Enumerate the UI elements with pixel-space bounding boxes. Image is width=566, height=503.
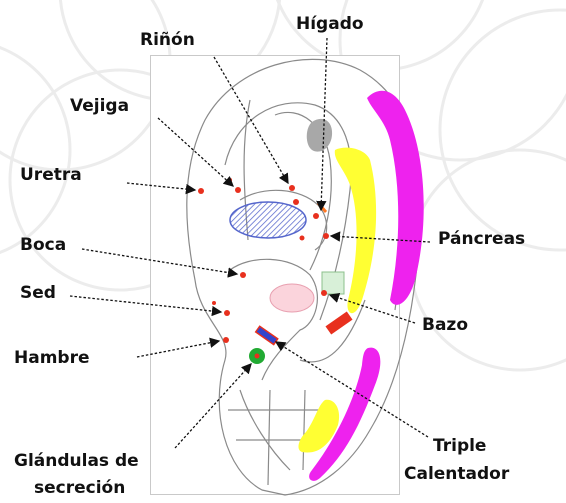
label-glandulas-line1: Glándulas de bbox=[14, 451, 139, 471]
label-rinon: Riñón bbox=[140, 30, 195, 50]
label-vejiga: Vejiga bbox=[70, 96, 130, 116]
arrow-uretra bbox=[126, 182, 197, 195]
label-bazo: Bazo bbox=[422, 315, 469, 335]
label-higado: Hígado bbox=[296, 14, 364, 34]
arrow-pancreas bbox=[329, 231, 431, 243]
gland-red-center bbox=[254, 353, 260, 359]
label-sed: Sed bbox=[20, 283, 56, 303]
point-higado bbox=[313, 213, 319, 219]
helix-zone-lower bbox=[309, 347, 381, 481]
arrow-boca bbox=[81, 248, 239, 278]
arrow-bazo bbox=[328, 292, 416, 324]
arrow-triple bbox=[274, 341, 429, 438]
label-uretra: Uretra bbox=[20, 165, 82, 185]
blue-hatched-zone bbox=[229, 201, 307, 239]
label-pancreas: Páncreas bbox=[438, 229, 526, 249]
helix-zone-upper bbox=[367, 90, 424, 305]
red-bar-zone bbox=[325, 311, 353, 335]
label-triple-line2: Calentador bbox=[404, 464, 510, 484]
arrow-hambre bbox=[136, 337, 221, 358]
point-pancreas-2 bbox=[299, 235, 305, 241]
arrow-rinon bbox=[213, 56, 289, 185]
blue-red-triple-marker bbox=[254, 325, 279, 346]
point-pancreas bbox=[323, 233, 329, 239]
pink-zone bbox=[269, 283, 315, 313]
label-boca: Boca bbox=[20, 235, 67, 255]
point-rinon-2 bbox=[293, 199, 299, 205]
point-extra-2 bbox=[212, 301, 216, 305]
leader-arrows bbox=[69, 37, 431, 449]
label-hambre: Hambre bbox=[14, 348, 90, 368]
point-uretra bbox=[198, 188, 204, 194]
yellow-zone-upper bbox=[334, 147, 377, 314]
point-bazo bbox=[321, 290, 327, 296]
point-rinon bbox=[289, 185, 295, 191]
label-triple-line1: Triple bbox=[433, 436, 487, 456]
point-hambre bbox=[223, 337, 229, 343]
point-sed bbox=[224, 310, 230, 316]
point-vejiga bbox=[235, 187, 241, 193]
gray-zone bbox=[306, 118, 333, 152]
arrow-higado bbox=[316, 37, 328, 212]
arrow-vejiga bbox=[157, 117, 234, 187]
arrow-sed bbox=[69, 295, 223, 317]
point-boca bbox=[240, 272, 246, 278]
yellow-zone-lower bbox=[298, 399, 340, 453]
arrow-glandulas bbox=[174, 363, 252, 449]
label-glandulas-line2: secreción bbox=[34, 478, 126, 498]
